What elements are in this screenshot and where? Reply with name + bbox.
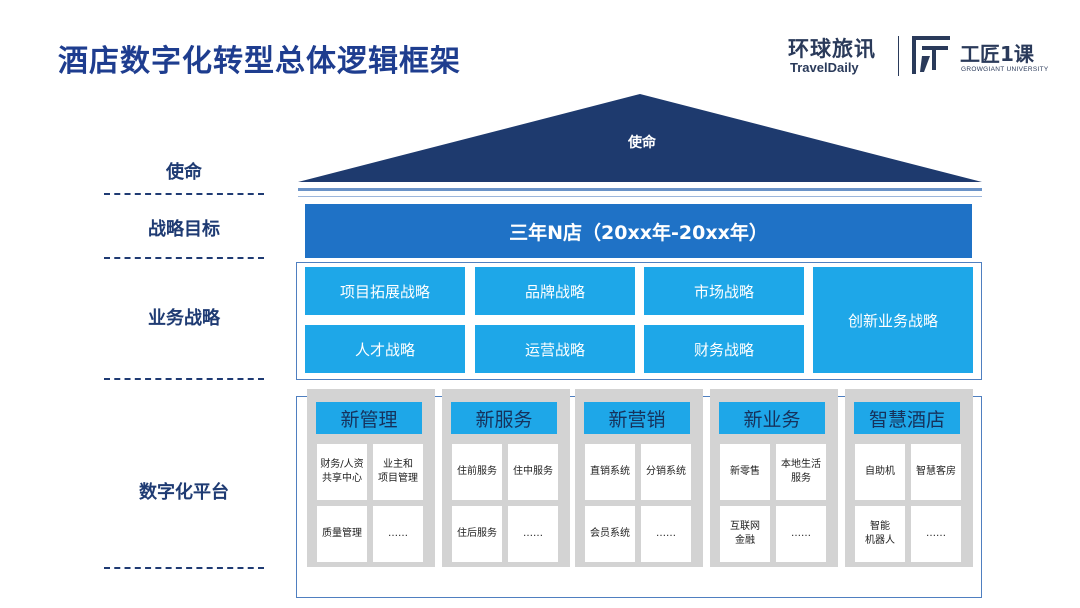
column-title: 新服务 [451, 402, 557, 434]
platform-cell: 业主和 项目管理 [373, 444, 423, 500]
column-title: 智慧酒店 [854, 402, 960, 434]
platform-column: 新营销 直销系统 分销系统 会员系统 …… [575, 389, 703, 567]
platform-cell: 分销系统 [641, 444, 691, 500]
strategy-box: 人才战略 [305, 325, 465, 373]
page-title: 酒店数字化转型总体逻辑框架 [58, 44, 461, 79]
column-title: 新营销 [584, 402, 690, 434]
platform-cell: …… [641, 506, 691, 562]
platform-column: 新管理 财务/人资 共享中心 业主和 项目管理 质量管理 …… [307, 389, 435, 567]
divider-4 [104, 567, 264, 569]
platform-cell: …… [373, 506, 423, 562]
platform-column: 智慧酒店 自助机 智慧客房 智能 机器人 …… [845, 389, 973, 567]
platform-cell: 直销系统 [585, 444, 635, 500]
growgiant-logo-cn: 工匠1课 [960, 42, 1034, 66]
platform-cell: …… [508, 506, 558, 562]
mission-roof [298, 94, 982, 182]
platform-cell: 质量管理 [317, 506, 367, 562]
platform-cell: 住前服务 [452, 444, 502, 500]
platform-cell: …… [776, 506, 826, 562]
roof-line-thin [298, 196, 982, 197]
platform-cell: 智能 机器人 [855, 506, 905, 562]
column-title: 新业务 [719, 402, 825, 434]
label-mission: 使命 [166, 162, 202, 183]
label-business-strategy: 业务战略 [148, 308, 220, 329]
growgiant-logo-en: GROWGIANT UNIVERSITY [961, 66, 1049, 73]
traveldaily-logo: 环球旅讯 TravelDaily [788, 33, 888, 77]
platform-column: 新业务 新零售 本地生活 服务 互联网 金融 …… [710, 389, 838, 567]
platform-cell: 会员系统 [585, 506, 635, 562]
traveldaily-logo-en: TravelDaily [790, 60, 859, 75]
innovation-strategy-box: 创新业务战略 [813, 267, 973, 373]
divider-1 [104, 193, 264, 195]
platform-cell: 住后服务 [452, 506, 502, 562]
strategy-box: 项目拓展战略 [305, 267, 465, 315]
strategy-box: 运营战略 [475, 325, 635, 373]
column-title: 新管理 [316, 402, 422, 434]
platform-cell: 本地生活 服务 [776, 444, 826, 500]
platform-cell: 住中服务 [508, 444, 558, 500]
platform-cell: 智慧客房 [911, 444, 961, 500]
platform-column: 新服务 住前服务 住中服务 住后服务 …… [442, 389, 570, 567]
growgiant-mark-icon [912, 36, 950, 74]
growgiant-logo: 工匠1课 GROWGIANT UNIVERSITY [910, 34, 1060, 78]
divider-2 [104, 257, 264, 259]
logo-divider [898, 36, 899, 76]
strategy-box: 财务战略 [644, 325, 804, 373]
divider-3 [104, 378, 264, 380]
platform-cell: 新零售 [720, 444, 770, 500]
label-digital-platform: 数字化平台 [139, 482, 229, 503]
label-strategy-goal: 战略目标 [148, 219, 220, 240]
strategy-goal-bar: 三年N店（20xx年-20xx年） [305, 204, 972, 258]
strategy-box: 市场战略 [644, 267, 804, 315]
platform-cell: 财务/人资 共享中心 [317, 444, 367, 500]
platform-cell: …… [911, 506, 961, 562]
roof-label: 使命 [628, 135, 656, 151]
traveldaily-logo-cn: 环球旅讯 [788, 37, 876, 61]
business-strategy-frame [296, 262, 982, 380]
platform-cell: 互联网 金融 [720, 506, 770, 562]
platform-cell: 自助机 [855, 444, 905, 500]
strategy-box: 品牌战略 [475, 267, 635, 315]
roof-line [298, 188, 982, 191]
